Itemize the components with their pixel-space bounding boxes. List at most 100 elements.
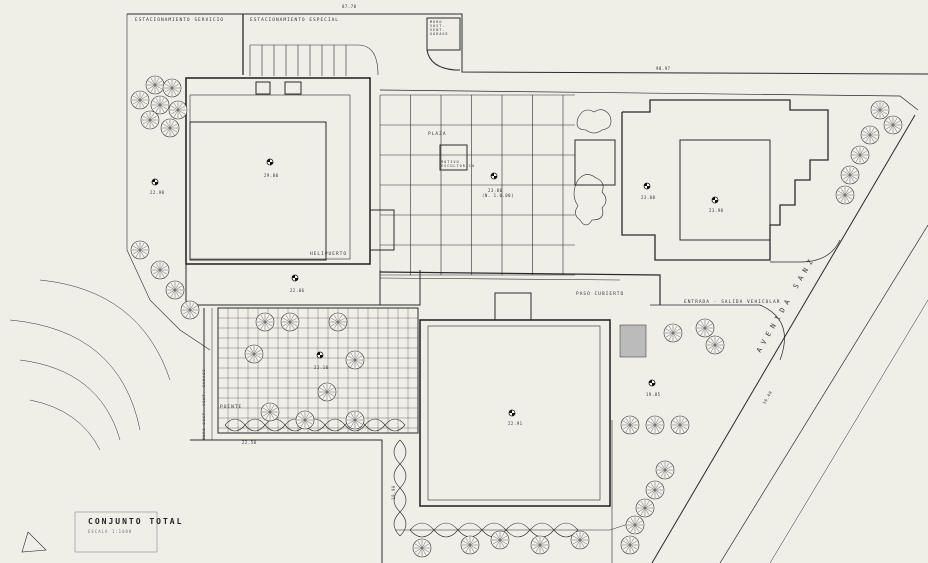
building-s-inner <box>427 325 601 501</box>
tree-icon <box>620 535 640 555</box>
label-heliport: HELIPUERTO <box>310 252 348 257</box>
tree-icon <box>620 415 640 435</box>
nw-stair-2 <box>284 81 302 95</box>
tree-icon <box>850 145 870 165</box>
label-vehicle-entry: ENTRADA - SALIDA VEHICULAR <box>684 300 781 305</box>
shrub-plaza-2 <box>573 174 607 226</box>
tree-icon <box>328 312 348 332</box>
level-marker-icon <box>490 172 498 180</box>
elev-top-right: 98.97 <box>656 66 671 71</box>
sculpture-box <box>439 144 468 171</box>
building-nw-outer <box>185 77 371 265</box>
elev-top-line: 87.70 <box>342 4 357 9</box>
tree-icon <box>150 260 170 280</box>
tree-icon <box>663 323 683 343</box>
label-top-box: MURO SUST. VENT. GARAGE <box>430 20 449 36</box>
elev-building-ne: 23.00 <box>641 195 656 200</box>
building-ne-inner <box>679 139 771 241</box>
tree-icon <box>670 415 690 435</box>
tree-icon <box>160 118 180 138</box>
level-marker-icon <box>291 274 299 282</box>
level-marker-icon <box>643 182 651 190</box>
tree-icon <box>860 125 880 145</box>
west-curves <box>9 279 171 451</box>
elev-building-s: 22.91 <box>508 421 523 426</box>
elev-court-south: 22.06 <box>290 288 305 293</box>
top-box-curve <box>426 49 460 71</box>
elev-south-wall: 19.90 <box>390 485 396 500</box>
tree-icon <box>244 344 264 364</box>
level-marker-icon <box>316 351 324 359</box>
court-grid <box>217 307 419 433</box>
tree-icon <box>260 402 280 422</box>
avenue-line-3 <box>769 299 928 563</box>
tree-icon <box>655 460 675 480</box>
tree-icon <box>635 498 655 518</box>
building-nw-inner <box>189 121 327 261</box>
drawing-title: CONJUNTO TOTAL <box>88 517 184 526</box>
elev-east-lawn: 19.85 <box>646 392 661 397</box>
parking-stalls <box>249 44 379 76</box>
road-edge-north-inner <box>379 89 919 111</box>
tree-icon <box>695 318 715 338</box>
tree-icon <box>130 90 150 110</box>
avenue-line-2 <box>719 224 928 563</box>
tree-icon <box>645 480 665 500</box>
tree-icon <box>883 115 903 135</box>
hedge-west-vertical <box>393 439 407 537</box>
tree-icon <box>168 100 188 120</box>
property-line-west <box>126 14 211 351</box>
label-plaza: PLAZA <box>428 132 447 137</box>
tree-icon <box>460 535 480 555</box>
building-ne-outline <box>621 99 829 261</box>
tree-icon <box>130 240 150 260</box>
tree-icon <box>870 100 890 120</box>
property-line-north <box>127 13 463 68</box>
tree-icon <box>345 350 365 370</box>
tree-icon <box>412 538 432 558</box>
label-side-wall: MURO SUST. VENT. GARAGE <box>202 368 206 440</box>
road-edge-north <box>461 68 928 75</box>
tree-icon <box>140 110 160 130</box>
label-parking-service: ESTACIONAMIENTO SERVICIO <box>135 18 225 23</box>
label-sculpture: MOTIVO ESCULTORICO <box>441 160 476 168</box>
level-marker-icon <box>508 409 516 417</box>
plaza-bench <box>574 139 616 186</box>
shrub-plaza-1 <box>576 109 612 134</box>
tree-icon <box>180 300 200 320</box>
label-parking-special: ESTACIONAMIENTO ESPECIAL <box>250 18 340 23</box>
elev-paved-court: 22.10 <box>314 365 329 370</box>
label-covered-walk: PASO CUBIERTO <box>576 292 625 297</box>
tree-icon <box>162 78 182 98</box>
elev-west-lawn: 22.90 <box>150 190 165 195</box>
tree-icon <box>295 410 315 430</box>
avenue-line-1 <box>651 114 916 563</box>
tree-icon <box>625 515 645 535</box>
tree-icon <box>345 410 365 430</box>
tree-icon <box>645 415 665 435</box>
tree-icon <box>145 75 165 95</box>
label-bridge: PUENTE <box>220 405 243 410</box>
tree-icon <box>317 382 337 402</box>
tree-icon <box>490 530 510 550</box>
elev-building-ne-inner: 23.90 <box>709 208 724 213</box>
elev-plaza-sub: (N. 1.0.00) <box>482 193 514 198</box>
hedge-south-west <box>224 418 406 432</box>
top-box <box>426 17 461 51</box>
tree-icon <box>530 535 550 555</box>
level-marker-icon <box>151 178 159 186</box>
elev-plaza-level: 23.80 <box>488 188 503 193</box>
tree-icon <box>705 335 725 355</box>
nw-stair <box>255 81 271 95</box>
tree-icon <box>280 312 300 332</box>
level-marker-icon <box>648 379 656 387</box>
tree-icon <box>255 312 275 332</box>
level-marker-icon <box>711 196 719 204</box>
level-marker-icon <box>266 158 274 166</box>
elev-bottom-left: 22.50 <box>242 440 257 445</box>
tree-icon <box>150 95 170 115</box>
scale-note: ESCALA 1:1000 <box>88 529 133 534</box>
tree-icon <box>835 185 855 205</box>
